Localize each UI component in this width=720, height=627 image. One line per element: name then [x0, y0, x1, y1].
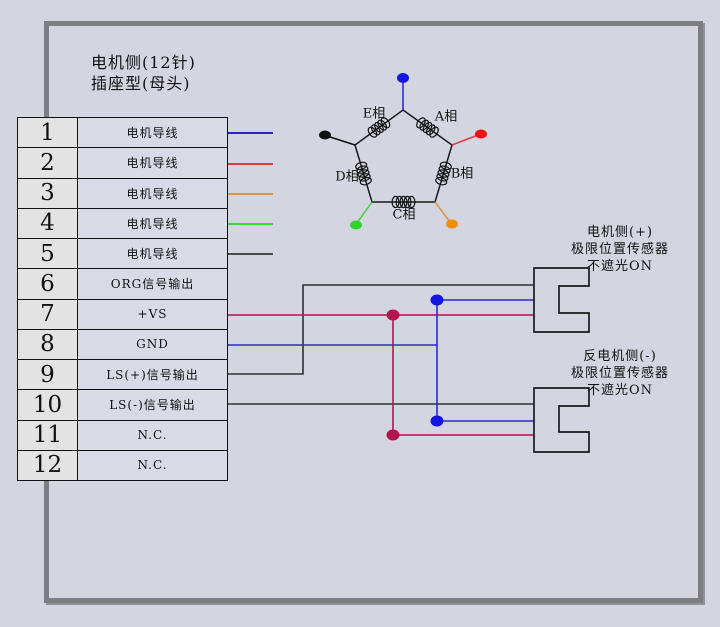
sensor-2-symbol [533, 387, 590, 453]
table-row: 10 LS(-)信号输出 [18, 390, 227, 421]
table-row: 2 电机导线 [18, 148, 227, 179]
sensor-2-caption-line2: 极限位置传感器 [570, 366, 670, 381]
coil-phase-a [416, 117, 439, 138]
pin-label: LS(-)信号输出 [78, 390, 227, 420]
wire-ls-plus [228, 284, 534, 375]
table-row: 1 电机导线 [18, 118, 227, 149]
pin-number: 5 [18, 239, 78, 269]
pin-number: 4 [18, 208, 78, 238]
coil-phase-b [435, 161, 452, 186]
pin-number: 10 [18, 390, 78, 420]
pin-label: 电机导线 [78, 148, 227, 178]
table-row: 8 GND [18, 329, 227, 360]
terminal-dots [319, 73, 487, 230]
table-row: 9 LS(+)信号输出 [18, 360, 227, 391]
pin-label: LS(+)信号输出 [78, 360, 227, 390]
junction-dot-vs-top [386, 309, 400, 321]
pin-number: 2 [18, 148, 78, 178]
phase-label-a: A相 [434, 109, 458, 125]
table-row: 12 N.C. [18, 450, 227, 480]
pin-number: 9 [18, 360, 78, 390]
coil-phase-c [391, 195, 416, 209]
pin-label: ORG信号输出 [78, 269, 227, 299]
table-row: 4 电机导线 [18, 208, 227, 239]
terminal-stub-red [451, 134, 479, 146]
phase-coils [355, 117, 452, 209]
phase-label-e: E相 [362, 106, 386, 122]
coil-phase-e [367, 117, 391, 138]
title-line-1: 电机侧(12针) [91, 53, 196, 72]
sensor-1-caption: 电机侧(+) 极限位置传感器 不遮光ON [571, 224, 669, 275]
pin-number: 3 [18, 178, 78, 208]
sensor-2-caption-line3: 不遮光ON [586, 383, 654, 398]
table-row: 5 电机导线 [18, 239, 227, 270]
phase-label-c: C相 [392, 207, 416, 223]
pin-label: N.C. [78, 420, 227, 450]
wire-vs-branch [392, 315, 534, 436]
terminal-dot-orange [446, 219, 458, 229]
pin-number: 12 [18, 450, 78, 480]
coil-phase-d [355, 161, 372, 186]
pin-label: +VS [78, 299, 227, 329]
pin-number: 1 [18, 118, 78, 148]
sensor-1-caption-line3: 不遮光ON [586, 259, 654, 274]
junction-dot-gnd-top [430, 294, 444, 306]
pin-table: 1 电机导线 2 电机导线 3 电机导线 4 电机导线 5 电机导线 6 ORG… [17, 117, 228, 481]
terminal-dot-red [475, 129, 487, 139]
terminal-dot-green [350, 220, 362, 230]
pin-number: 6 [18, 269, 78, 299]
pin-number: 11 [18, 420, 78, 450]
junction-dot-vs-bottom [386, 429, 400, 441]
terminal-dot-blue [397, 73, 409, 83]
sensor-1-caption-line2: 极限位置传感器 [570, 242, 670, 257]
page-title: 电机侧(12针) 插座型(母头) [91, 52, 196, 94]
table-row: 6 ORG信号输出 [18, 269, 227, 300]
junction-dot-gnd-bottom [430, 415, 444, 427]
pin-label: 电机导线 [78, 239, 227, 269]
junction-dots [386, 294, 444, 441]
terminal-stub-black [326, 135, 356, 146]
table-row: 11 N.C. [18, 420, 227, 451]
terminal-stub-orange [434, 201, 451, 223]
pin-label: GND [78, 329, 227, 359]
terminal-dot-black [319, 130, 331, 140]
motor-lead-wires [228, 132, 273, 255]
pin-label: 电机导线 [78, 208, 227, 238]
table-row: 7 +VS [18, 299, 227, 330]
pin-label: N.C. [78, 450, 227, 480]
phase-label-d: D相 [335, 169, 359, 185]
sensor-2-caption-line1: 反电机侧(-) [583, 349, 657, 364]
pin-label: 电机导线 [78, 178, 227, 208]
pin-number: 7 [18, 299, 78, 329]
limit-sensors [533, 267, 590, 453]
table-row: 3 电机导线 [18, 178, 227, 209]
phase-label-b: B相 [450, 166, 474, 182]
terminal-stub-green [356, 201, 373, 224]
pin-label: 电机导线 [78, 118, 227, 148]
pin-number: 8 [18, 329, 78, 359]
sensor-2-caption: 反电机侧(-) 极限位置传感器 不遮光ON [571, 348, 669, 399]
signal-wires [228, 284, 534, 436]
title-line-2: 插座型(母头) [91, 74, 191, 93]
sensor-1-caption-line1: 电机侧(+) [586, 225, 654, 240]
sensor-1-symbol [533, 267, 590, 333]
